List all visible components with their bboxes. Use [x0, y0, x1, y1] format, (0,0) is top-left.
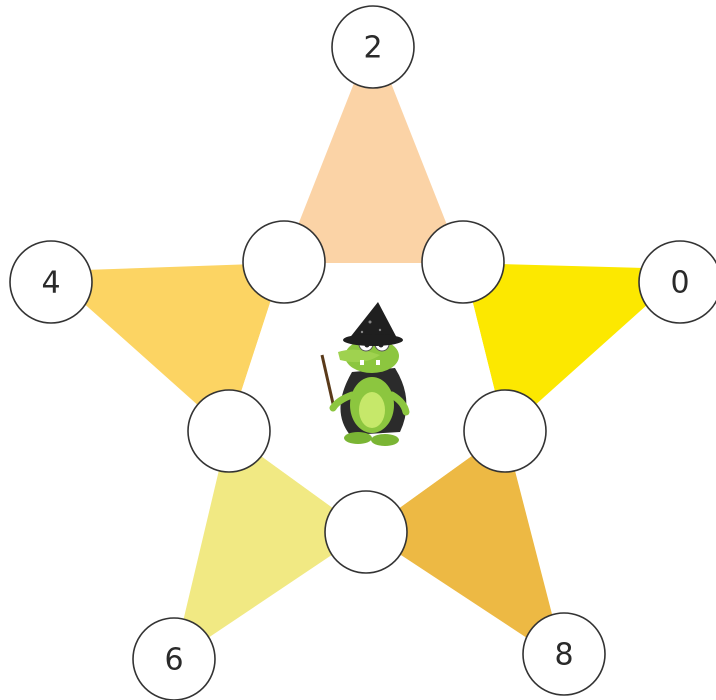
outer-node-value: 6 — [164, 643, 183, 678]
outer-node-bottom-left: 6 — [132, 617, 216, 700]
outer-node-circle — [638, 240, 716, 324]
inner-node-circle[interactable] — [421, 220, 505, 304]
inner-bottom-node[interactable] — [324, 490, 408, 574]
inner-right-node[interactable] — [463, 389, 547, 473]
star-arm-bottom-left — [181, 432, 366, 640]
outer-node-value: 8 — [554, 638, 573, 673]
inner-left-node[interactable] — [187, 389, 271, 473]
outer-node-right: 0 — [638, 240, 716, 324]
star-arm-bottom-right — [366, 432, 553, 640]
star-arm-top — [283, 78, 462, 263]
outer-node-circle — [522, 612, 606, 696]
outer-node-bottom-right: 8 — [522, 612, 606, 696]
inner-node-circle[interactable] — [187, 389, 271, 473]
outer-node-left: 4 — [9, 240, 93, 324]
inner-top-right-node[interactable] — [421, 220, 505, 304]
outer-node-circle — [132, 617, 216, 700]
inner-node-circle[interactable] — [242, 220, 326, 304]
outer-node-value: 2 — [363, 31, 382, 66]
outer-node-value: 0 — [670, 266, 689, 301]
outer-node-value: 4 — [41, 266, 60, 301]
outer-node-top: 2 — [331, 5, 415, 89]
inner-top-left-node[interactable] — [242, 220, 326, 304]
inner-node-circle[interactable] — [463, 389, 547, 473]
wizard-mascot-image — [320, 302, 410, 446]
outer-node-circle — [331, 5, 415, 89]
inner-node-circle[interactable] — [324, 490, 408, 574]
outer-node-circle — [9, 240, 93, 324]
